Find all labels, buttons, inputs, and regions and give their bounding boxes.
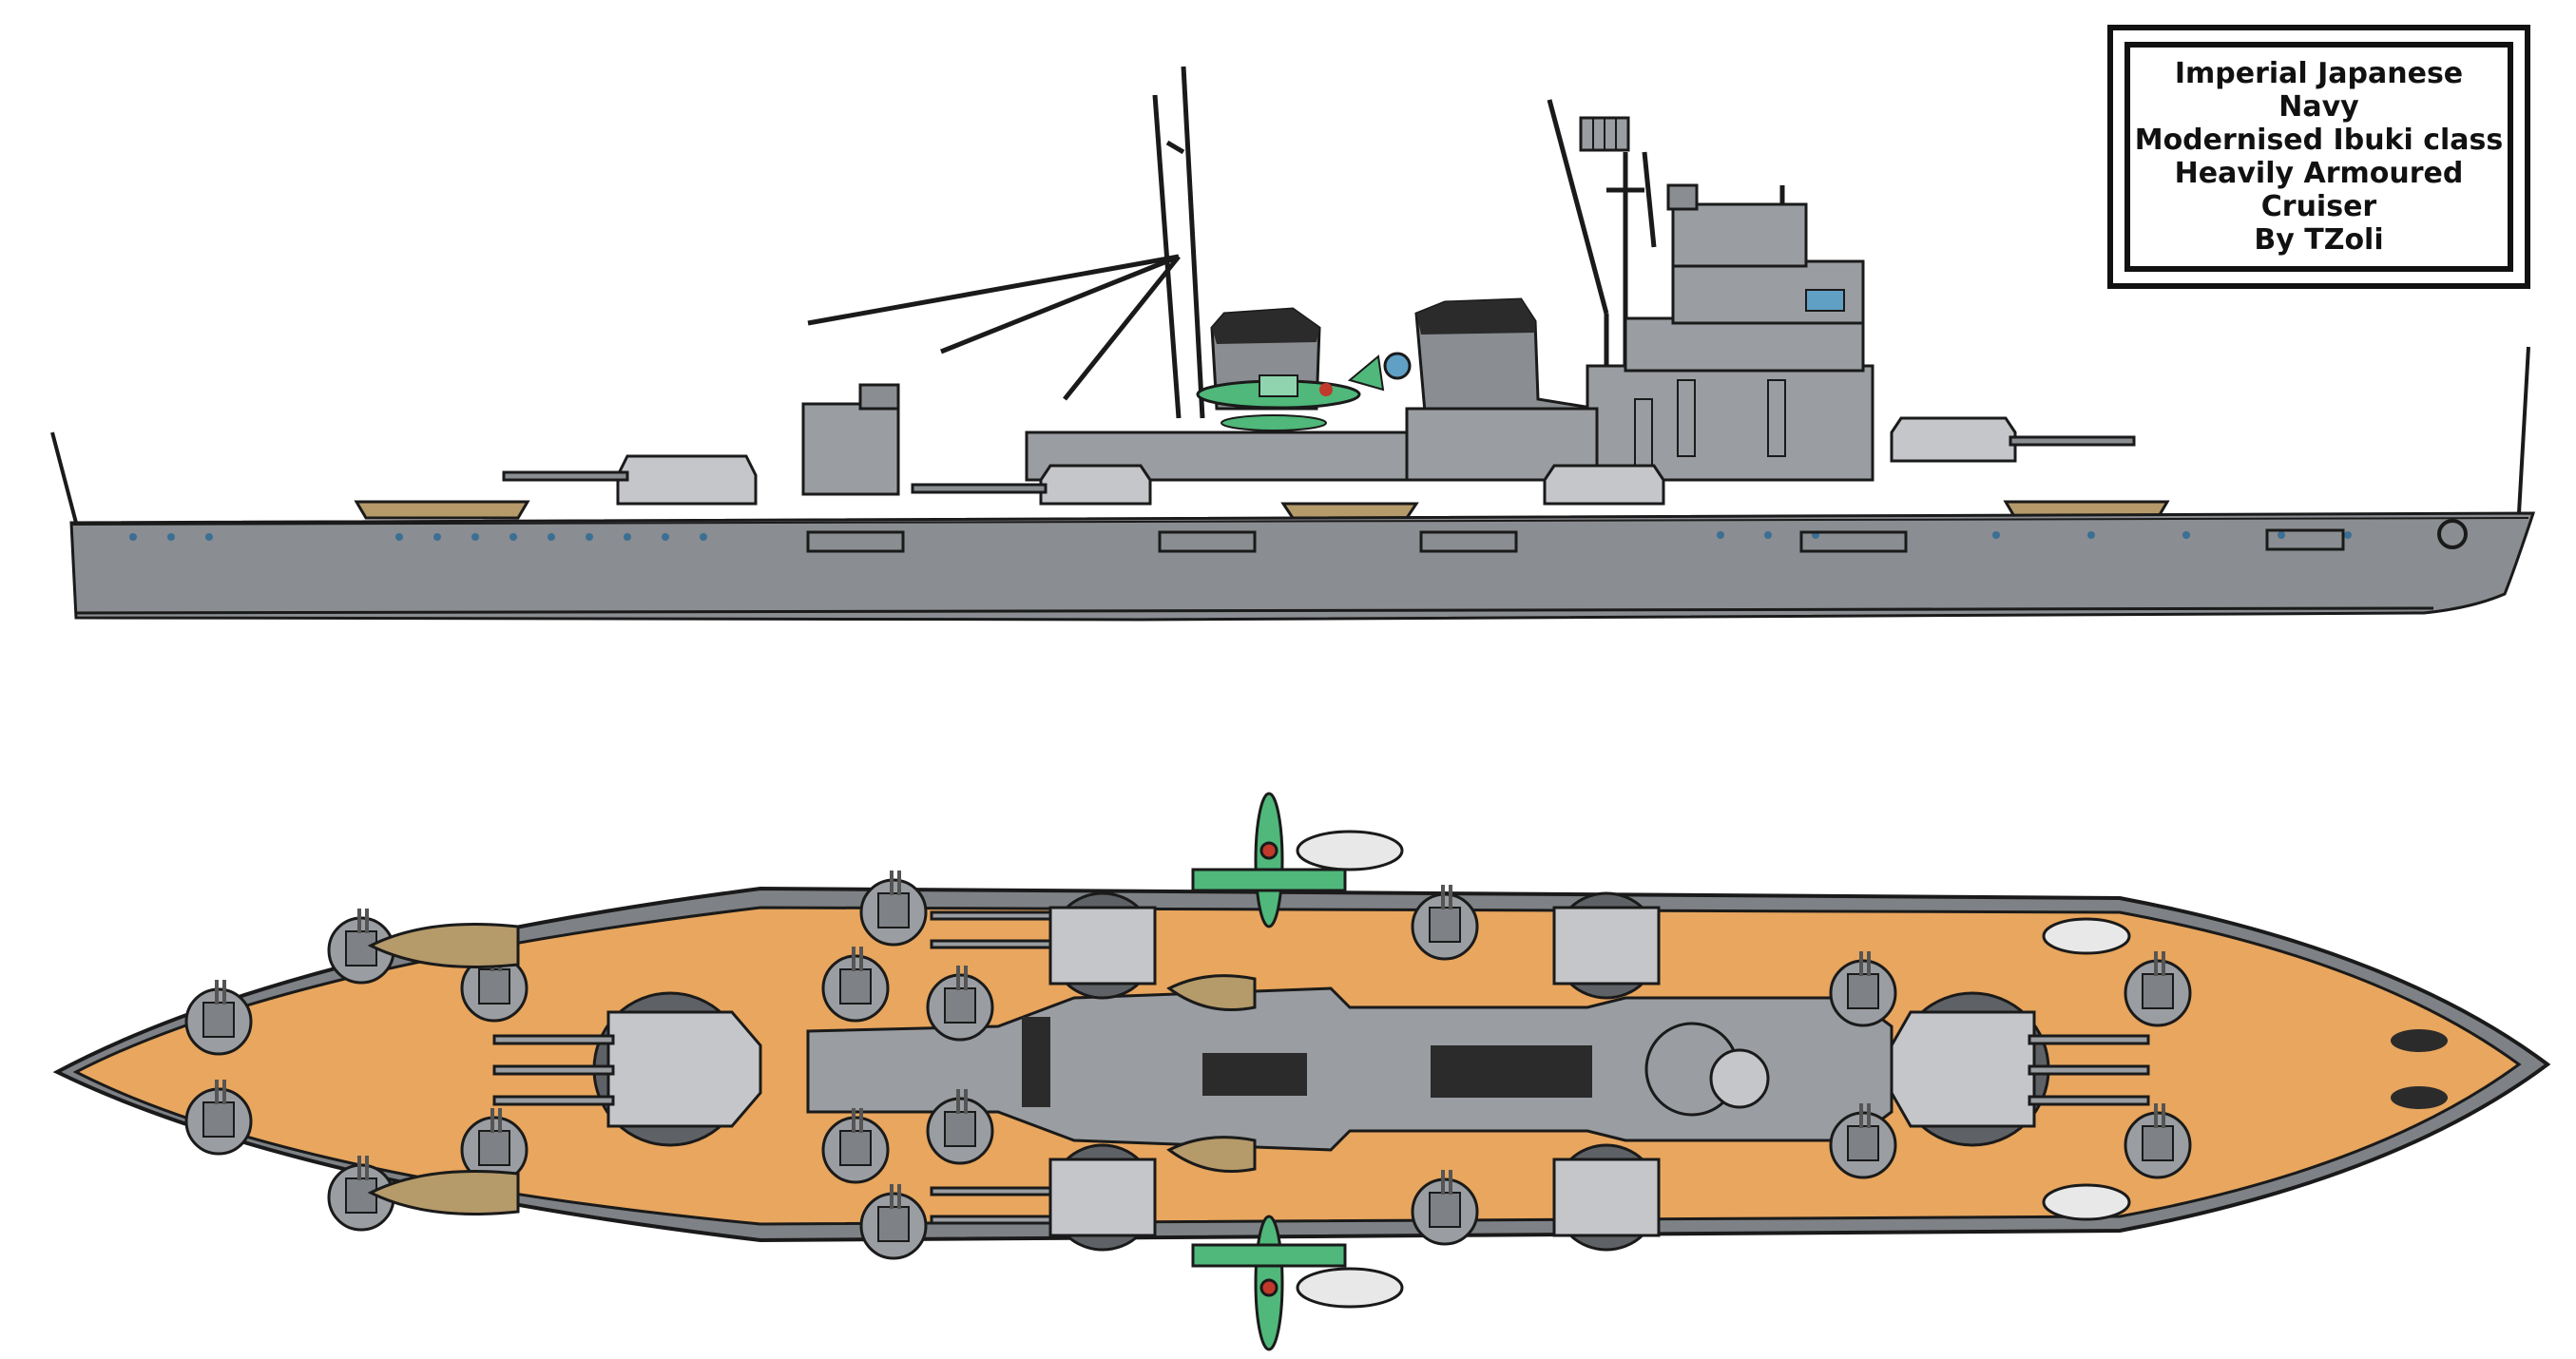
plan-floatplane-2 [1191, 1215, 1347, 1351]
plan-boats [367, 923, 1257, 1215]
rangefinder-array [1579, 116, 1630, 152]
side-profile-view [50, 66, 2536, 622]
title-line-5: Cruiser [2260, 190, 2377, 223]
title-block: Imperial Japanese Navy Modernised Ibuki … [2107, 25, 2530, 289]
hull-portholes [129, 531, 2352, 541]
plan-anchors [2391, 1029, 2448, 1109]
plan-funnel-cap [1431, 1045, 1592, 1098]
plan-main-turrets [492, 891, 2150, 1252]
jack-staff [2517, 346, 2530, 514]
stern-flagstaff [50, 431, 78, 524]
bow-chrysanthemum-crest [2437, 519, 2468, 549]
plan-view [52, 792, 2551, 1351]
title-line-1: Imperial Japanese [2174, 57, 2464, 90]
bridge-superstructure [1586, 183, 1874, 482]
plan-aft-funnel-cap [1202, 1053, 1307, 1096]
plan-deck-fittings [1296, 830, 2131, 1309]
side-turrets [502, 416, 2136, 506]
hull-panels [806, 528, 2345, 553]
author-credit: By TZoli [2254, 223, 2384, 257]
searchlight [1383, 352, 1412, 380]
mainmast [807, 66, 1205, 419]
title-line-4: Heavily Armoured [2174, 157, 2464, 190]
side-hull [69, 511, 2536, 622]
plan-floatplane-1 [1191, 792, 1347, 928]
fore-funnel [1414, 297, 1599, 425]
title-line-2: Navy [2278, 90, 2359, 124]
plan-superstructure [806, 986, 1894, 1152]
title-line-3: Modernised Ibuki class [2134, 124, 2504, 157]
plan-catapult-base [1022, 1017, 1050, 1107]
side-floatplane [1196, 354, 1385, 431]
title-block-inner: Imperial Japanese Navy Modernised Ibuki … [2124, 42, 2513, 272]
